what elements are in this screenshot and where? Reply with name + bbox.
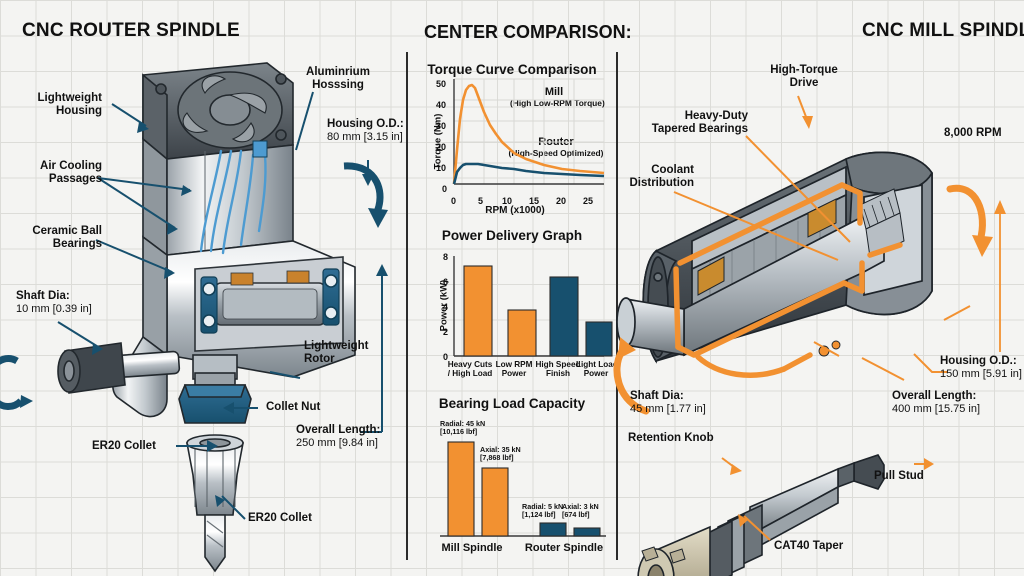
divider-right bbox=[616, 52, 618, 560]
chart-title-torque: Torque Curve Comparison bbox=[427, 62, 597, 77]
ytick-power-2: 2 bbox=[443, 327, 449, 337]
ytick-torque-0: 0 bbox=[442, 184, 448, 194]
housing-od-label: Housing O.D.: bbox=[327, 118, 404, 130]
callout-shaft-dia-left: Shaft Dia: 10 mm [0.39 in] bbox=[16, 290, 92, 317]
xtick-torque-0: 0 bbox=[451, 196, 457, 206]
callout-speed-annotation: 8,000 RPM bbox=[944, 127, 1002, 139]
ytick-torque-30: 30 bbox=[436, 121, 447, 131]
ytick-torque-10: 10 bbox=[436, 163, 447, 173]
group-label-router-spindle: Router Spindle bbox=[524, 542, 604, 554]
callout-pull-stud: Pull Stud bbox=[874, 470, 924, 482]
ytick-torque-40: 40 bbox=[436, 100, 447, 110]
bearing-plot-area bbox=[440, 441, 606, 537]
shaft-dia-label: Shaft Dia: bbox=[16, 290, 70, 302]
bar-note-router-axial: Axial: 3 kN[674 lbf] bbox=[562, 502, 599, 520]
axis-label-torque-x: RPM (x1000) bbox=[485, 205, 545, 216]
ytick-torque-20: 20 bbox=[436, 142, 447, 152]
group-label-mill-spindle: Mill Spindle bbox=[441, 542, 503, 554]
ytick-power-8: 8 bbox=[443, 252, 449, 262]
callout-housing-od-left: Housing O.D.: 80 mm [3.15 in] bbox=[327, 118, 404, 145]
callout-overall-length-right: Overall Length: 400 mm [15.75 in] bbox=[892, 390, 980, 417]
overall-length-label-right: Overall Length: bbox=[892, 390, 977, 402]
callout-er20-collet-upper: ER20 Collet bbox=[92, 440, 156, 452]
bar-cat-heavy-cuts: Heavy Cuts/ High Load bbox=[447, 360, 493, 379]
bar-note-router-radial: Radial: 5 kN[1,124 lbf] bbox=[522, 502, 564, 520]
xtick-torque-10: 10 bbox=[502, 196, 513, 206]
housing-od-value: 80 mm [3.15 in] bbox=[327, 131, 403, 144]
chart-bearing-load: Bearing Load Capacity Radial: 45 kN[10,1… bbox=[414, 396, 610, 560]
ytick-power-0: 0 bbox=[443, 352, 449, 362]
housing-od-value-right: 150 mm [5.91 in] bbox=[940, 368, 1022, 381]
ytick-power-4: 4 bbox=[443, 302, 449, 312]
callout-housing-od-right: Housing O.D.: 150 mm [5.91 in] bbox=[940, 355, 1022, 382]
right-panel-title: CNC MILL SPINDLE bbox=[862, 20, 1024, 41]
chart-power-delivery: Power Delivery Graph Power (kW) 8 6 4 2 … bbox=[414, 228, 618, 379]
xtick-torque-5: 5 bbox=[478, 196, 484, 206]
chart-torque-curve: Torque Curve Comparison Torque (Nm) 50 4… bbox=[414, 62, 610, 216]
bar-note-mill-radial: Radial: 45 kN[10,116 lbf] bbox=[440, 419, 486, 437]
divider-left bbox=[406, 52, 408, 560]
xtick-torque-15: 15 bbox=[529, 196, 540, 206]
series-label-mill: Mill (High Low-RPM Torque) bbox=[510, 86, 605, 108]
callout-cat40-taper: CAT40 Taper bbox=[774, 540, 844, 552]
xtick-torque-25: 25 bbox=[583, 196, 594, 206]
callout-collet-nut: Collet Nut bbox=[266, 401, 321, 413]
callout-shaft-dia-right: Shaft Dia: 45 mm [1.77 in] bbox=[630, 390, 706, 417]
left-panel-title: CNC ROUTER SPINDLE bbox=[22, 20, 240, 41]
chart-title-bearing: Bearing Load Capacity bbox=[438, 396, 586, 411]
ytick-torque-50: 50 bbox=[436, 79, 447, 89]
chart-title-power: Power Delivery Graph bbox=[441, 228, 583, 243]
shaft-dia-value-right: 45 mm [1.77 in] bbox=[630, 403, 706, 416]
overall-length-value-right: 400 mm [15.75 in] bbox=[892, 403, 981, 416]
overall-length-value: 250 mm [9.84 in] bbox=[296, 437, 378, 450]
router-spindle-illustration bbox=[0, 62, 356, 573]
center-panel-title: CENTER COMPARISON: bbox=[424, 22, 632, 42]
torque-plot-area bbox=[452, 78, 605, 185]
power-plot-area bbox=[453, 256, 613, 357]
ytick-power-6: 6 bbox=[443, 277, 449, 287]
bar-note-mill-axial: Axial: 35 kN[7,868 lbf] bbox=[480, 445, 521, 463]
callout-er20-collet-lower: ER20 Collet bbox=[248, 512, 312, 524]
shaft-dia-value: 10 mm [0.39 in] bbox=[16, 303, 92, 316]
xtick-torque-20: 20 bbox=[556, 196, 567, 206]
mill-spindle-illustration bbox=[613, 151, 993, 576]
overall-length-label: Overall Length: bbox=[296, 424, 381, 436]
housing-od-label-right: Housing O.D.: bbox=[940, 355, 1017, 367]
callout-retention-knob: Retention Knob bbox=[628, 432, 714, 444]
callout-overall-length-left: Overall Length: 250 mm [9.84 in] bbox=[296, 424, 380, 451]
shaft-dia-label-right: Shaft Dia: bbox=[630, 390, 684, 402]
right-callout-lines bbox=[673, 95, 1006, 541]
left-callout-lines bbox=[57, 91, 388, 520]
